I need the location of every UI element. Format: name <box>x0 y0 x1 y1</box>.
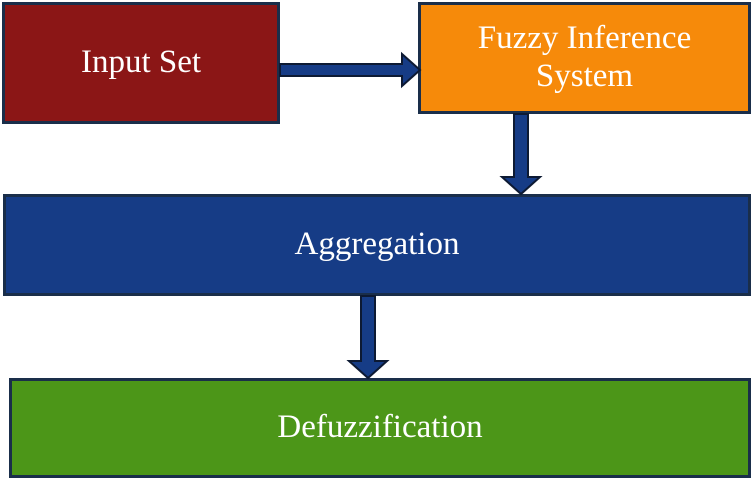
defuzzification-label: Defuzzification <box>277 409 483 446</box>
fuzzy-inference-system-label: Fuzzy Inference System <box>477 20 692 94</box>
defuzzification-node: Defuzzification <box>9 378 751 478</box>
arrow-aggregation-to-defuzzification <box>346 295 390 380</box>
aggregation-label: Aggregation <box>294 226 460 263</box>
input-set-node: Input Set <box>2 2 280 124</box>
input-set-label: Input Set <box>80 44 202 81</box>
aggregation-node: Aggregation <box>3 194 751 296</box>
fuzzy-inference-system-node: Fuzzy Inference System <box>418 2 751 114</box>
arrow-fis-to-aggregation <box>499 113 543 196</box>
arrow-input-to-fis <box>279 51 422 89</box>
